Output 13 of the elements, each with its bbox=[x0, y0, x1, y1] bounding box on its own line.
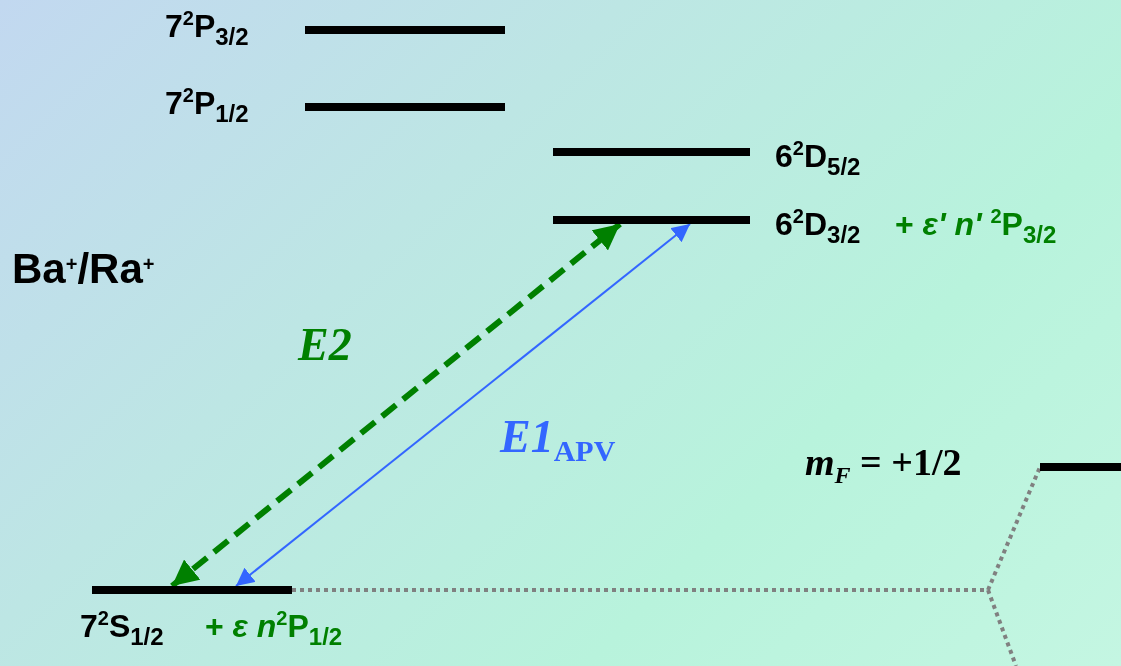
level-label: 7$^{2}$S$_{1/2}$ bbox=[80, 608, 164, 645]
level-label: 7$^{2}$P$_{1/2}$ bbox=[165, 85, 249, 122]
transition-arrow bbox=[235, 223, 691, 587]
edge-label: E2 bbox=[298, 318, 352, 371]
level-label: 6$^{2}$D$_{5/2}$ bbox=[775, 138, 861, 175]
transition-arrow bbox=[170, 221, 622, 589]
level-label: 7$^{2}$P$_{3/2}$ bbox=[165, 8, 249, 45]
level-label: 6$^{2}$D$_{3/2}$ bbox=[775, 206, 861, 243]
ion-label: Ba$^{+}$/Ra$^{+}$ bbox=[12, 245, 155, 293]
level-label: m$_{F}$ = +1/2 bbox=[805, 440, 962, 484]
admixture-term: + ε' n' $^{2}$P$_{3/2}$ bbox=[895, 206, 1057, 243]
admixture-term: + ε n$^{2}$P$_{1/2}$ bbox=[205, 608, 343, 645]
edge-label: E1$_{APV}$ bbox=[500, 410, 616, 463]
